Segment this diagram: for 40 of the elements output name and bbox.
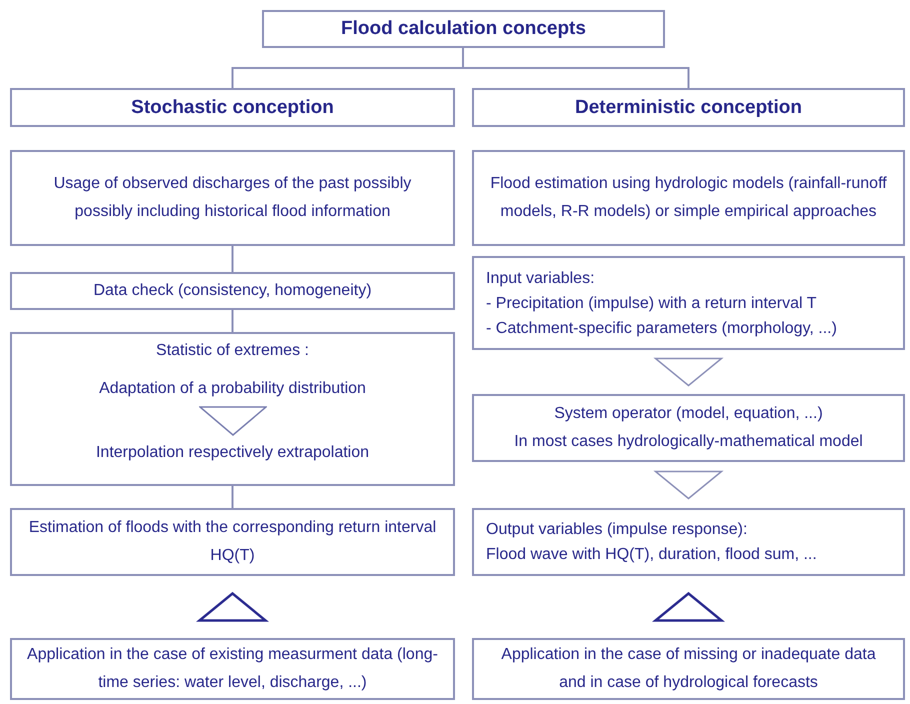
- heading-box: [472, 88, 905, 127]
- box-text: Flood wave with HQ(T), duration, flood sum, ...: [486, 545, 818, 565]
- process-box: [472, 150, 905, 246]
- process-box: [10, 272, 455, 310]
- box-text: System operator (model, equation, ...): [554, 404, 823, 424]
- connector-line: [462, 48, 690, 88]
- flow-arrow: [653, 470, 724, 500]
- heading-text: Stochastic conception: [131, 96, 334, 120]
- connector-line: [232, 246, 234, 272]
- box-text: - Precipitation (impulse) with a return interval T: [486, 294, 818, 314]
- box-text: Interpolation respectively extrapolation: [96, 443, 370, 463]
- process-box: [10, 508, 455, 576]
- process-box: [10, 638, 455, 700]
- box-text: Data check (consistency, homogeneity): [93, 281, 372, 301]
- process-box: [10, 150, 455, 246]
- process-box: [472, 638, 905, 700]
- box-text: Input variables:: [486, 268, 596, 288]
- flow-arrow: [653, 358, 724, 386]
- flow-arrow: [196, 592, 269, 622]
- box-text: Adaptation of a probability distribution: [99, 379, 366, 399]
- box-text: Statistic of extremes :: [156, 341, 309, 361]
- box-text: - Catchment-specific parameters (morphology, ...): [486, 318, 838, 338]
- box-text: Flood estimation using hydrologic models (rainfall-runoff models, R-R models) or simple empirical approaches: [489, 174, 888, 222]
- flow-arrow: [652, 592, 725, 622]
- heading-text: Flood calculation concepts: [341, 17, 586, 41]
- box-text: Estimation of floods with the corresponding return interval HQ(T): [28, 518, 438, 566]
- box-text: Output variables (impulse response):: [486, 520, 748, 540]
- box-text: In most cases hydrologically-mathematical model: [514, 432, 863, 452]
- process-box: [472, 256, 905, 350]
- process-box: [472, 508, 905, 576]
- process-box: [10, 332, 455, 486]
- connector-line: [232, 310, 234, 332]
- heading-box: [262, 10, 665, 48]
- box-text: Application in the case of existing measurment data (long-time series: water level, discharge, ...): [26, 645, 439, 693]
- heading-text: Deterministic conception: [575, 96, 802, 120]
- heading-box: [10, 88, 455, 127]
- box-text: Usage of observed discharges of the past possibly possibly including historical flood information: [52, 174, 412, 222]
- process-box: [472, 394, 905, 462]
- box-text: Application in the case of missing or inadequate data and in case of hydrological forecasts: [500, 645, 877, 693]
- connector-line: [232, 486, 234, 508]
